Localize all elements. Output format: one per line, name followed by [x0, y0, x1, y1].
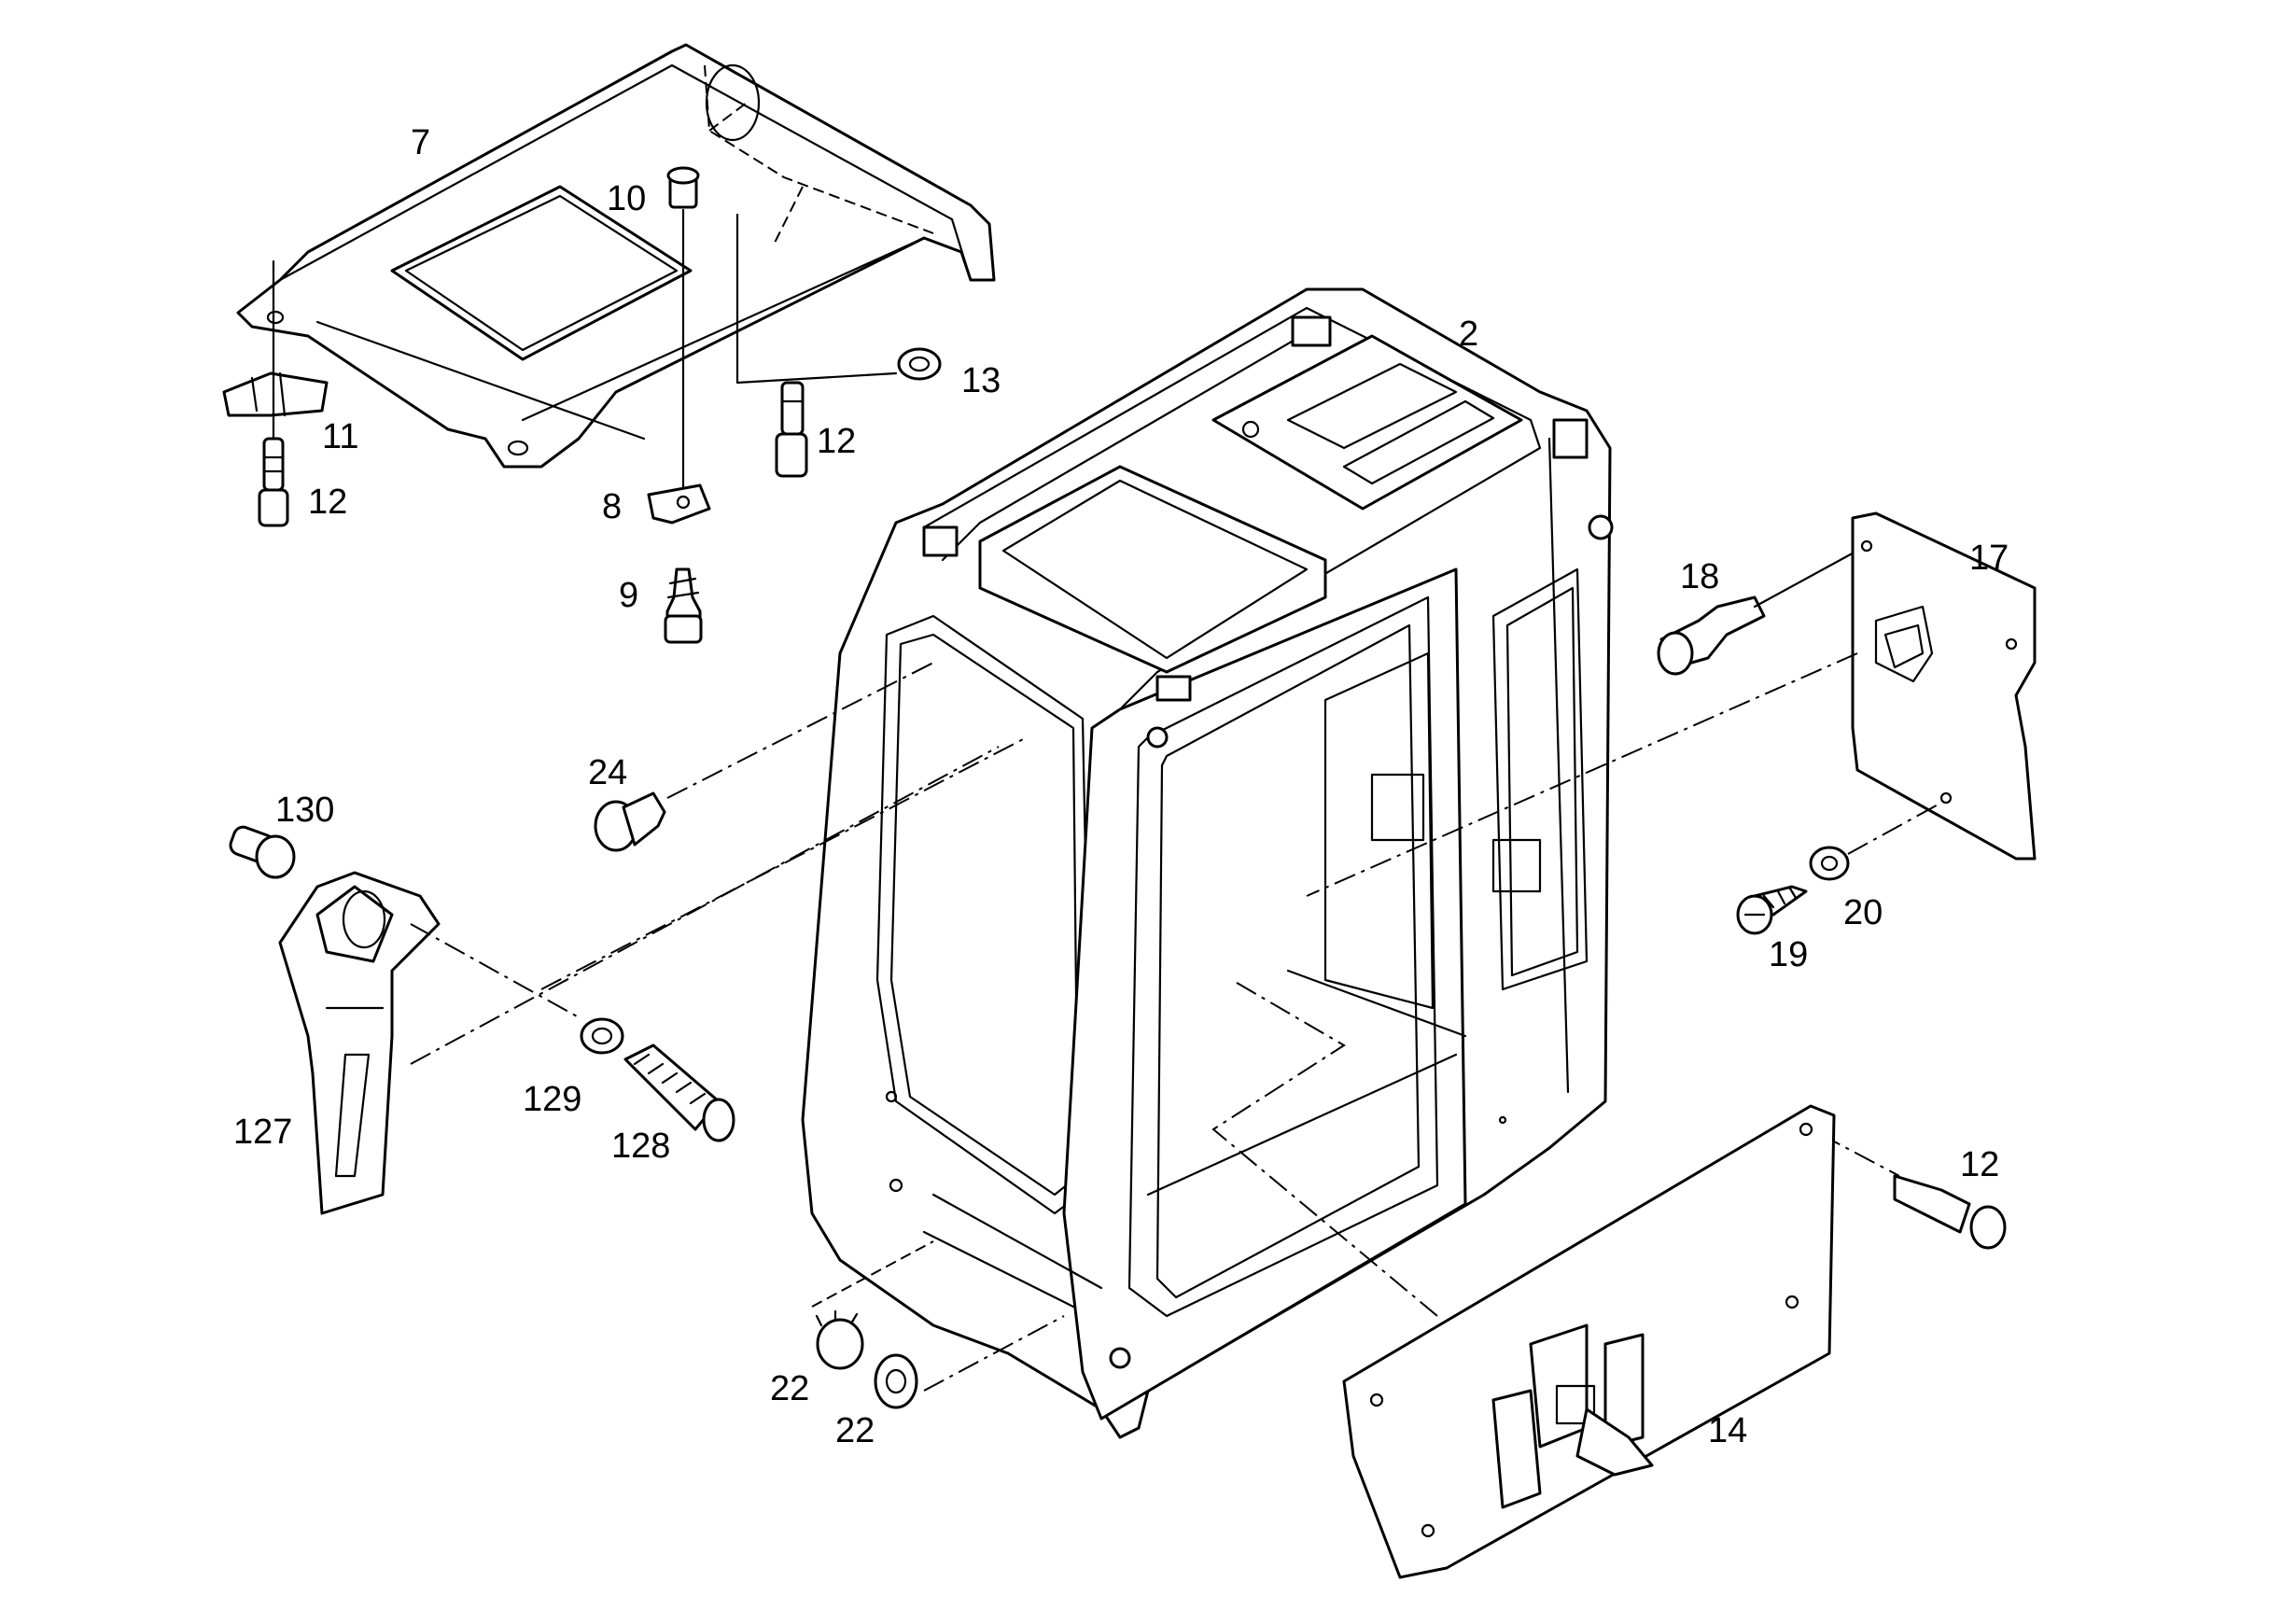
callout-10: 10 — [607, 179, 646, 218]
callout-127: 127 — [233, 1113, 292, 1152]
part-128-bolt — [410, 736, 1028, 1142]
part-9-screw — [664, 567, 703, 644]
part-22-clip-a — [811, 1240, 934, 1370]
callout-22: 22 — [835, 1411, 875, 1450]
callout-12: 12 — [1960, 1145, 1999, 1184]
callout-12: 12 — [308, 483, 347, 522]
part-20-washer — [1809, 802, 1942, 881]
part-22-clip-b — [874, 1315, 1065, 1409]
callout-19: 19 — [1769, 935, 1808, 974]
callout-9: 9 — [619, 576, 638, 615]
part-129-washer — [580, 1017, 624, 1055]
part-127-handle — [278, 871, 580, 1215]
callout-22: 22 — [770, 1369, 809, 1408]
callout-130: 130 — [275, 791, 334, 830]
callout-20: 20 — [1843, 893, 1883, 932]
part-2-cab-body — [801, 287, 1614, 1439]
part-18-fitting — [1657, 549, 1859, 676]
part-19-screw — [1736, 885, 1808, 935]
part-12-fitting-center — [775, 381, 808, 478]
part-12-fitting-left — [258, 437, 289, 527]
callout-18: 18 — [1680, 557, 1719, 596]
callout-11: 11 — [322, 417, 358, 456]
callout-128: 128 — [611, 1127, 670, 1166]
part-24-bushing — [594, 662, 934, 852]
part-8-clip-nut — [647, 483, 711, 525]
callout-labels: 7 10 13 11 12 12 8 9 2 18 17 24 130 20 1… — [233, 123, 2009, 1450]
callout-14: 14 — [1708, 1411, 1747, 1450]
callout-24: 24 — [588, 753, 627, 792]
part-17-plate — [1306, 511, 2037, 897]
part-11-clip — [222, 259, 329, 441]
callout-12: 12 — [817, 422, 856, 461]
callout-129: 129 — [523, 1080, 581, 1119]
callout-7: 7 — [411, 123, 430, 162]
part-13-washer — [735, 213, 942, 385]
part-130-bushing — [229, 825, 296, 879]
part-7-roof-frame — [236, 43, 996, 469]
part-10-bolt — [666, 166, 700, 506]
part-14-panel — [1211, 979, 1836, 1579]
callout-17: 17 — [1969, 539, 2009, 578]
callout-2: 2 — [1459, 315, 1478, 354]
callout-13: 13 — [961, 361, 1001, 400]
callout-8: 8 — [602, 487, 622, 526]
